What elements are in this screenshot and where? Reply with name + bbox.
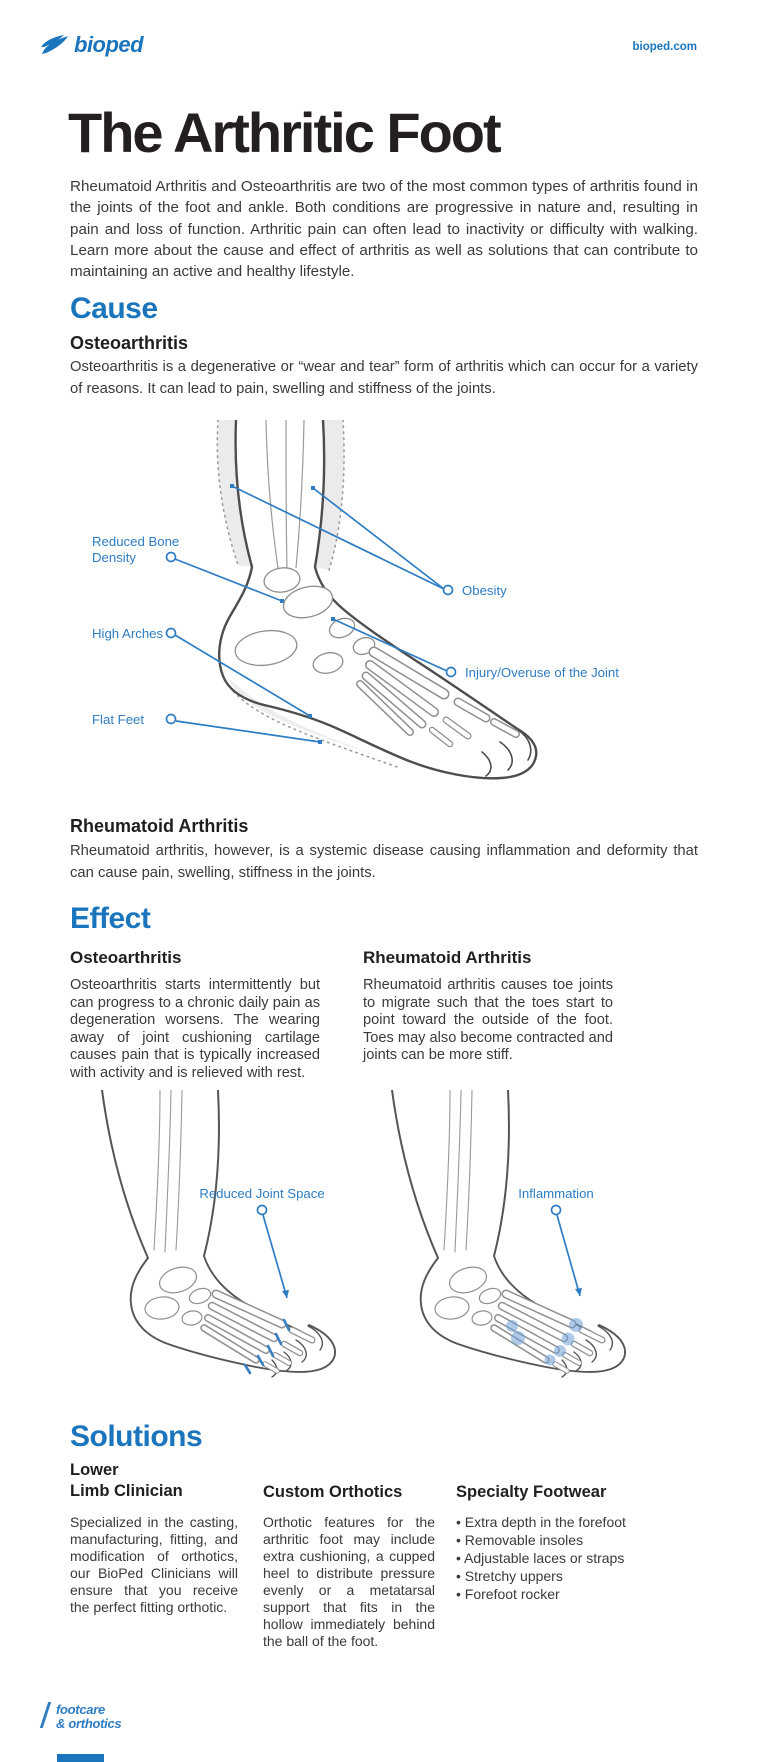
foot-anatomy-svg: [165, 420, 538, 780]
effect-foot-right-diagram: Inflammation: [360, 1090, 650, 1390]
effect-ra-column: Rheumatoid Arthritis Rheumatoid arthriti…: [363, 948, 613, 1065]
label-high-arches: High Arches: [92, 626, 164, 641]
effect-ra-text: Rheumatoid arthritis causes toe joints t…: [363, 977, 613, 1063]
bioped-swoosh-icon: [40, 34, 70, 56]
label-inflammation: Inflammation: [518, 1186, 594, 1201]
page-title: The Arthritic Foot: [68, 101, 502, 164]
bottom-accent-bar: [57, 1754, 104, 1762]
effect-foot-left-svg: [101, 1090, 337, 1378]
effect-foot-right-svg: [391, 1090, 627, 1378]
effect-heading: Effect: [70, 902, 151, 935]
intro-paragraph: Rheumatoid Arthritis and Osteoarthritis …: [70, 178, 698, 281]
footer-slash-icon: [39, 1702, 51, 1728]
bullet-item: Forefoot rocker: [456, 1586, 706, 1603]
label-obesity: Obesity: [462, 583, 507, 598]
bullet-item: Extra depth in the forefoot: [456, 1514, 706, 1531]
cause-rheumatoid-title: Rheumatoid Arthritis: [70, 816, 249, 836]
effect-osteo-text: Osteoarthritis starts intermittently but…: [70, 977, 320, 1081]
solutions-orthotics-column: Custom Orthotics Orthotic features for t…: [263, 1482, 435, 1650]
footer-logo: footcare & orthotics: [56, 1702, 122, 1731]
bullet-item: Stretchy uppers: [456, 1568, 706, 1585]
solutions-footwear-title: Specialty Footwear: [456, 1483, 607, 1501]
cause-heading: Cause: [70, 292, 158, 325]
cause-osteoarthritis-text: Osteoarthritis is a degenerative or “wea…: [70, 359, 698, 397]
label-flat-feet: Flat Feet: [92, 712, 145, 727]
label-injury-overuse: Injury/Overuse of the Joint: [465, 665, 619, 680]
solutions-clinician-column: Lower Limb Clinician Specialized in the …: [70, 1460, 238, 1616]
effect-osteo-title: Osteoarthritis: [70, 948, 182, 967]
bioped-logo-text: bioped: [74, 32, 144, 57]
cause-foot-diagram: Reduced Bone Density High Arches Flat Fe…: [70, 420, 698, 818]
solutions-footwear-bullets: Extra depth in the forefoot Removable in…: [456, 1514, 706, 1603]
footer-logo-line1: footcare: [56, 1702, 105, 1717]
solutions-clinician-text: Specialized in the casting, manufacturin…: [70, 1513, 238, 1615]
footer-logo-line2: & orthotics: [56, 1715, 122, 1731]
label-reduced-joint-space: Reduced Joint Space: [199, 1186, 325, 1201]
site-url-link[interactable]: bioped.com: [632, 41, 697, 53]
effect-ra-title: Rheumatoid Arthritis: [363, 948, 532, 967]
cause-osteoarthritis-title: Osteoarthritis: [70, 333, 189, 353]
solutions-clinician-title: Lower Limb Clinician: [70, 1461, 183, 1501]
solutions-orthotics-title: Custom Orthotics: [263, 1483, 403, 1501]
effect-foot-left-diagram: Reduced Joint Space: [70, 1090, 360, 1390]
solutions-heading: Solutions: [70, 1420, 203, 1453]
effect-osteo-column: Osteoarthritis Osteoarthritis starts int…: [70, 948, 320, 1082]
bioped-logo: bioped: [40, 32, 144, 58]
cause-rheumatoid-text: Rheumatoid arthritis, however, is a syst…: [70, 843, 698, 881]
bullet-item: Adjustable laces or straps: [456, 1550, 706, 1567]
solutions-footwear-column: Specialty Footwear Extra depth in the fo…: [456, 1482, 706, 1604]
solutions-orthotics-text: Orthotic features for the arthritic foot…: [263, 1514, 435, 1649]
label-reduced-bone-density: Reduced Bone Density: [92, 534, 180, 565]
bullet-item: Removable insoles: [456, 1532, 706, 1549]
